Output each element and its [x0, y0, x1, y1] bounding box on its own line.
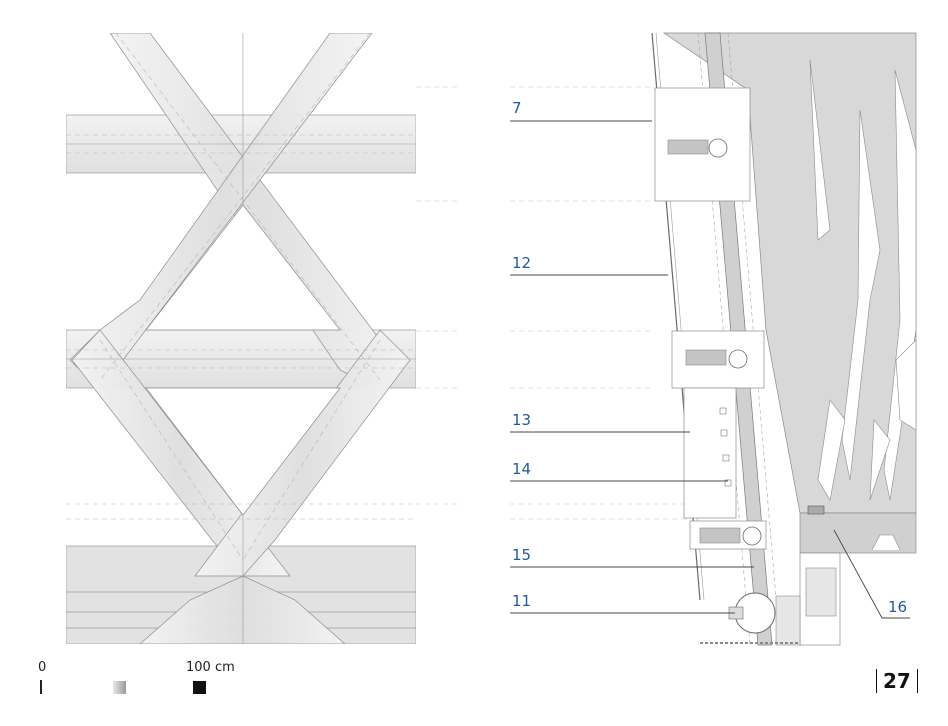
facade-section — [651, 32, 917, 646]
callout-label-7: 7 — [512, 99, 522, 117]
diagonal-member — [71, 329, 291, 577]
scale-gradient-swatch — [113, 681, 126, 694]
callout-label-11: 11 — [512, 592, 532, 610]
callout-label-12: 12 — [512, 254, 532, 272]
page-number-divider — [876, 669, 877, 693]
diamond-opening — [145, 387, 341, 516]
diagonal-member — [139, 575, 346, 644]
diagrid-elevation — [66, 33, 416, 644]
diagonal-member — [69, 33, 373, 391]
callout-label-13: 13 — [512, 411, 532, 429]
scale-start-label: 0 — [38, 660, 47, 675]
page-number-value: 27 — [883, 669, 911, 693]
page-number-divider — [916, 669, 918, 693]
diamond-opening — [145, 204, 341, 331]
diagonal-member — [194, 329, 411, 577]
callout-label-16: 16 — [888, 598, 908, 616]
scale-bar — [40, 680, 206, 694]
callout-label-14: 14 — [512, 460, 532, 478]
scale-tick — [40, 680, 42, 694]
page-number: 27 — [870, 666, 924, 696]
callout-leaders — [510, 120, 910, 619]
scale-solid-swatch — [193, 681, 206, 694]
scale-end-label: 100 cm — [186, 660, 235, 675]
callout-label-15: 15 — [512, 546, 532, 564]
